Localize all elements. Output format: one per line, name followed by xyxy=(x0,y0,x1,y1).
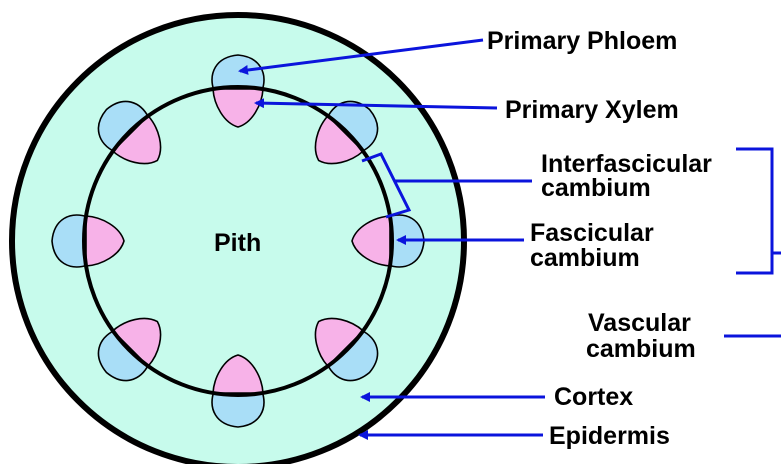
pith-label: Pith xyxy=(214,229,261,257)
primary-phloem-label: Primary Phloem xyxy=(487,27,677,55)
vascular-cambium-label-line2: cambium xyxy=(586,335,696,363)
vascular-cambium-label-line1: Vascular xyxy=(588,309,691,337)
epidermis-label: Epidermis xyxy=(549,422,670,450)
cambium-group-bracket xyxy=(736,149,772,273)
fascicular-label-line1: Fascicular xyxy=(530,219,654,247)
interfascicular-label-line2: cambium xyxy=(541,174,651,202)
cortex-label: Cortex xyxy=(554,383,633,411)
fascicular-label-line2: cambium xyxy=(530,244,640,272)
primary-xylem-label: Primary Xylem xyxy=(505,96,679,124)
